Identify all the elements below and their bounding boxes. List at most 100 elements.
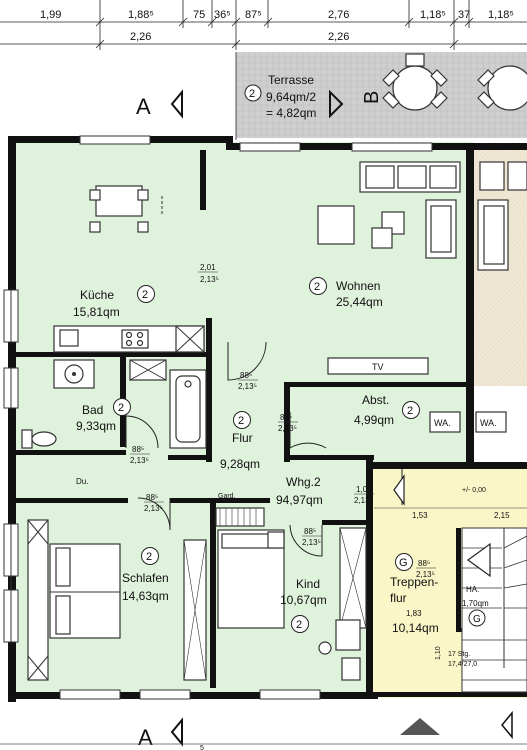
bedroom-area: 14,63qm bbox=[122, 589, 169, 603]
washer-1-label: WA. bbox=[434, 418, 451, 428]
storage-name: Abst. bbox=[362, 393, 389, 407]
opening-6-height: 2,13⁵ bbox=[302, 538, 321, 547]
storage-area: 4,99qm bbox=[354, 413, 394, 427]
desk-icon bbox=[318, 619, 361, 681]
hall-number: 2 bbox=[238, 415, 244, 427]
toilet-icon bbox=[21, 429, 57, 449]
section-a-top-arrow-icon bbox=[170, 89, 183, 119]
dim-stair-110: 1,10 bbox=[435, 646, 442, 660]
stair-hall-area: 10,14qm bbox=[392, 621, 439, 635]
section-b-label: B bbox=[361, 91, 383, 104]
opening-3-width: 88⁵ bbox=[280, 413, 292, 422]
stair-hall-number: G bbox=[399, 557, 408, 569]
double-bed-icon bbox=[29, 543, 121, 639]
opening-8-height: 2,13⁵ bbox=[416, 570, 435, 579]
dim-top-6: 2,76 bbox=[328, 9, 349, 21]
stair-hall-dim: 1,83 bbox=[406, 609, 422, 618]
shower-label: Du. bbox=[76, 477, 88, 486]
opening-3-height: 2,13⁵ bbox=[278, 424, 297, 433]
kids-room-number: 2 bbox=[296, 619, 302, 631]
dining-table-icon bbox=[89, 185, 163, 233]
terrace-table-icon-2 bbox=[477, 65, 527, 111]
section-a-bottom: A bbox=[138, 725, 153, 750]
kitchen-number: 2 bbox=[142, 289, 148, 301]
dim-top-8: 37 bbox=[458, 9, 470, 21]
sofa-icon bbox=[317, 161, 461, 259]
bottom-mark: 5 bbox=[200, 745, 204, 750]
bath-number: 2 bbox=[118, 402, 124, 414]
bedroom-number: 2 bbox=[146, 551, 152, 563]
kind-wardrobe-icon bbox=[339, 527, 367, 629]
living-name: Wohnen bbox=[336, 279, 380, 293]
washer-2-label: WA. bbox=[480, 418, 497, 428]
opening-5-height: 2,13⁵ bbox=[144, 504, 163, 513]
bath-name: Bad bbox=[82, 403, 103, 417]
dim-top-1: 1,99 bbox=[40, 9, 61, 21]
top-dimension-chain: 1,99 1,88⁵ 75 36⁵ 87⁵ 2,76 1,18⁵ 37 1,18… bbox=[0, 0, 527, 50]
section-a-top: A bbox=[136, 94, 151, 119]
tv-label: TV bbox=[372, 362, 384, 372]
top-windows bbox=[59, 135, 433, 700]
opening-7-width: 1,01 bbox=[356, 485, 372, 494]
stairs-ratio: 17,4/27,0 bbox=[448, 661, 477, 668]
opening-1-width: 2,01 bbox=[200, 263, 216, 272]
hall-name: Flur bbox=[232, 431, 253, 445]
single-bed-icon bbox=[217, 529, 285, 629]
dim-second-2: 2,26 bbox=[328, 31, 349, 43]
opening-4-height: 2,13⁵ bbox=[130, 456, 149, 465]
dim-stair-width-2: 2,15 bbox=[494, 511, 510, 520]
opening-dims: 88⁵ 2,13⁵ 88⁵ 2,13⁵ 88⁵ 2,13⁵ 88⁵ 2,13⁵ … bbox=[130, 371, 436, 579]
dim-stair-width-1: 1,53 bbox=[412, 511, 428, 520]
stairs-count: 17 Stg. bbox=[448, 651, 470, 658]
dim-top-5: 87⁵ bbox=[245, 9, 262, 21]
terrace-area bbox=[236, 52, 527, 138]
dim-second-1: 2,26 bbox=[130, 31, 151, 43]
neighbour-sofa-icon bbox=[477, 161, 527, 271]
hall-area: 9,28qm bbox=[220, 457, 260, 471]
opening-5-width: 88⁵ bbox=[146, 493, 158, 502]
left-windows bbox=[3, 289, 19, 643]
dim-top-4: 36⁵ bbox=[214, 9, 231, 21]
apartment-name: Whg.2 bbox=[286, 475, 321, 489]
bath-area: 9,33qm bbox=[76, 419, 116, 433]
level-label: +/- 0,00 bbox=[462, 487, 486, 494]
kids-room-area: 10,67qm bbox=[280, 593, 327, 607]
bathtub-icon bbox=[169, 369, 207, 449]
dim-top-7: 1,18⁵ bbox=[420, 9, 446, 21]
opening-8-width: 88⁵ bbox=[418, 559, 430, 568]
kitchen-name: Küche bbox=[80, 288, 114, 302]
garderobe-label: Gard. bbox=[218, 493, 236, 500]
sink-icon bbox=[53, 359, 95, 389]
section-b-arrow-icon bbox=[329, 89, 344, 119]
dim-top-9: 1,18⁵ bbox=[488, 9, 514, 21]
opening-4-width: 88⁵ bbox=[132, 445, 144, 454]
terrace-name: Terrasse bbox=[268, 73, 314, 87]
stair-hall-name-1: Treppen- bbox=[390, 575, 438, 589]
kitchen-counter-icon bbox=[53, 325, 205, 353]
tv-unit bbox=[327, 357, 429, 375]
wardrobe-icon bbox=[27, 519, 207, 681]
entry-door-arrow-icon bbox=[393, 474, 405, 506]
living-number: 2 bbox=[314, 281, 320, 293]
opening-6-width: 88⁵ bbox=[304, 527, 316, 536]
dim-top-2: 1,88⁵ bbox=[128, 9, 154, 21]
garderobe-icon bbox=[215, 507, 265, 527]
ha-area: 1,70qm bbox=[462, 599, 489, 608]
section-a-bottom-arrow-icon bbox=[170, 717, 183, 747]
bottom-right-arrow-icon bbox=[501, 710, 513, 740]
terrace-number: 2 bbox=[249, 88, 255, 100]
washer-2 bbox=[475, 411, 507, 433]
terrace-area-ratio: 9,64qm/2 bbox=[266, 90, 316, 104]
bedroom-name: Schlafen bbox=[122, 571, 169, 585]
ha-name: HA. bbox=[466, 585, 479, 594]
apartment-area: 94,97qm bbox=[276, 493, 323, 507]
opening-1-height: 2,13⁵ bbox=[200, 275, 219, 284]
kitchen-area: 15,81qm bbox=[73, 305, 120, 319]
storage-number: 2 bbox=[407, 405, 413, 417]
opening-2-width: 88⁵ bbox=[240, 371, 252, 380]
kids-room-name: Kind bbox=[296, 577, 320, 591]
staircase-icon bbox=[461, 527, 527, 693]
bottom-arrow-icon bbox=[400, 718, 440, 735]
washer-1 bbox=[429, 411, 461, 433]
